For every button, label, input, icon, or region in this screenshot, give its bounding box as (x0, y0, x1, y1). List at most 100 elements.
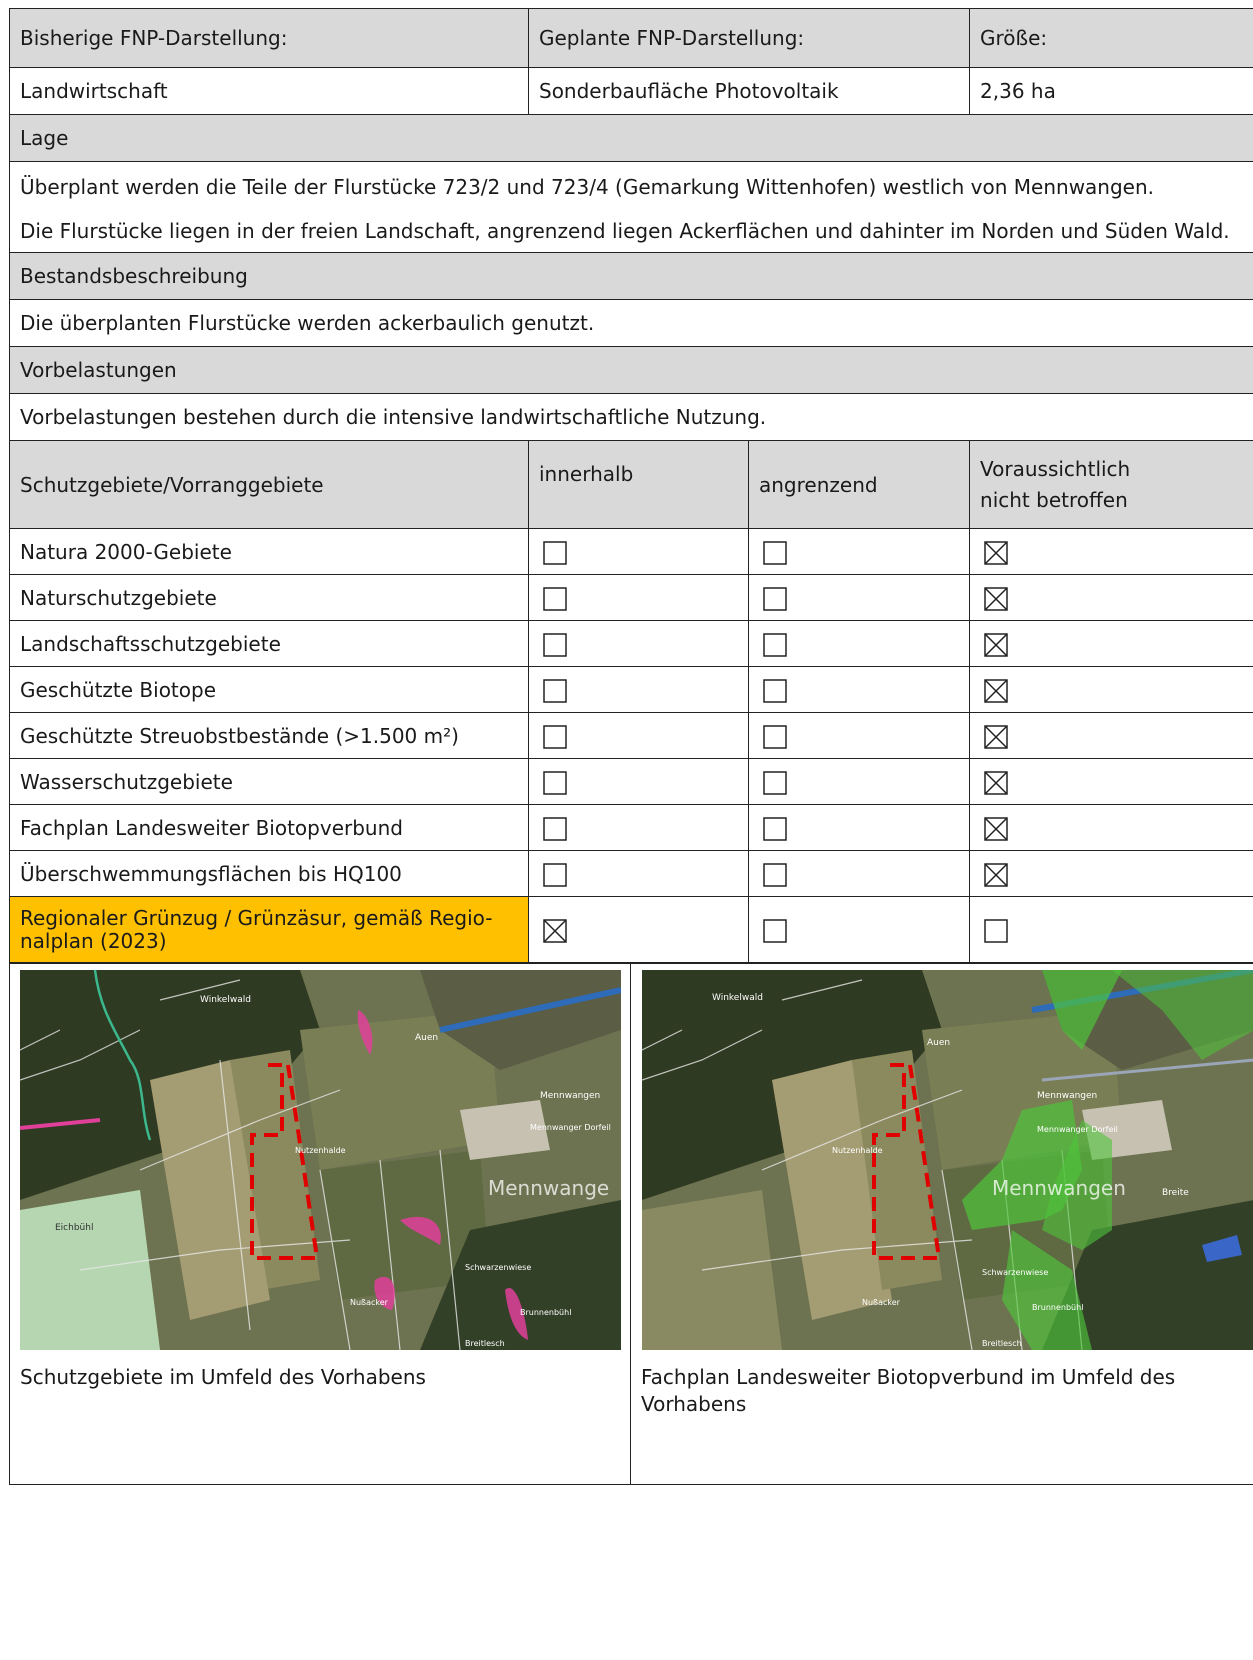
checkbox-unchecked[interactable] (763, 587, 787, 611)
checkbox-unchecked[interactable] (763, 817, 787, 841)
checkbox-checked[interactable] (984, 817, 1008, 841)
schutz-header-innerhalb: innerhalb (528, 440, 749, 529)
map-schutzgebiete-labels: Winkelwald Auen Mennwangen Mennwanger Do… (55, 995, 611, 1348)
schutz-row-label: Regionaler Grünzug / Grünzäsur, gemäß Re… (9, 896, 529, 963)
schutz-row-label: Wasserschutzgebiete (9, 758, 529, 805)
schutz-row: Überschwemmungsflächen bis HQ100 (9, 850, 1253, 897)
map-left-label: Winkelwald (200, 995, 251, 1005)
checkbox-checked[interactable] (984, 725, 1008, 749)
schutz-header-angrenzend: angrenzend (747, 440, 971, 529)
checkbox-unchecked[interactable] (763, 633, 787, 657)
schutz-header-line2: nicht betroffen (980, 487, 1128, 512)
fnp-header-row: Bisherige FNP-Darstellung: Geplante FNP-… (9, 8, 1253, 68)
header-geplante: Geplante FNP-Darstellung: (527, 8, 971, 68)
checkbox-unchecked[interactable] (543, 679, 567, 703)
checkbox-unchecked[interactable] (763, 679, 787, 703)
schutz-cell-nicht-betroffen (969, 850, 1253, 897)
schutz-cell-angrenzend (747, 666, 971, 713)
schutz-cell-angrenzend (747, 850, 971, 897)
map-right-label: Mennwangen (1037, 1091, 1097, 1101)
lage-heading-row: Lage (8, 114, 1253, 162)
map-right-label: Breitlesch (982, 1339, 1022, 1348)
checkbox-checked[interactable] (984, 863, 1008, 887)
value-geplante: Sonderbaufläche Photovoltaik (527, 67, 971, 115)
checkbox-checked[interactable] (984, 541, 1008, 565)
schutz-cell-innerhalb (528, 666, 749, 713)
checkbox-checked[interactable] (984, 587, 1008, 611)
schutz-header-nicht-betroffen: Voraussichtlich nicht betroffen (969, 440, 1253, 529)
checkbox-unchecked[interactable] (543, 725, 567, 749)
bestand-heading-row: Bestandsbeschreibung (8, 252, 1253, 300)
schutz-cell-innerhalb (528, 528, 749, 575)
checkbox-checked[interactable] (984, 633, 1008, 657)
map-left-label: Nußacker (350, 1298, 389, 1307)
checkbox-unchecked[interactable] (763, 725, 787, 749)
schutz-row-label: Natura 2000-Gebiete (9, 528, 529, 575)
map-schutzgebiete: Winkelwald Auen Mennwangen Mennwanger Do… (20, 970, 621, 1350)
map-left-label: Eichbühl (55, 1223, 93, 1233)
map-left-label: Schwarzenwiese (465, 1263, 531, 1272)
map-left-label: Mennwanger Dorfeil (530, 1123, 611, 1132)
schutz-row: Geschützte Biotope (9, 666, 1253, 713)
schutz-cell-nicht-betroffen (969, 528, 1253, 575)
checkbox-checked[interactable] (984, 679, 1008, 703)
checkbox-unchecked[interactable] (763, 863, 787, 887)
value-bisherige: Landwirtschaft (9, 67, 529, 115)
schutz-cell-nicht-betroffen (969, 574, 1253, 621)
schutz-row: Landschaftsschutzgebiete (9, 620, 1253, 667)
schutz-cell-innerhalb (528, 574, 749, 621)
schutz-header-gebiete: Schutzgebiete/Vorranggebiete (9, 440, 529, 529)
map-schutzgebiete-image (20, 970, 621, 1350)
fnp-table: Bisherige FNP-Darstellung: Geplante FNP-… (8, 8, 1253, 963)
checkbox-unchecked[interactable] (763, 771, 787, 795)
checkbox-checked[interactable] (543, 919, 567, 943)
checkbox-unchecked[interactable] (543, 771, 567, 795)
checkbox-unchecked[interactable] (543, 817, 567, 841)
schutz-cell-angrenzend (747, 620, 971, 667)
map-left-label: Brunnenbühl (520, 1308, 571, 1317)
schutz-header-row: Schutzgebiete/Vorranggebiete innerhalb a… (9, 440, 1253, 529)
lage-paragraph-1: Überplant werden die Teile der Flurstück… (20, 175, 1155, 199)
checkbox-unchecked[interactable] (543, 541, 567, 565)
checkbox-unchecked[interactable] (543, 587, 567, 611)
lage-paragraph-2: Die Flurstücke liegen in der freien Land… (20, 219, 1230, 243)
checkbox-unchecked[interactable] (763, 541, 787, 565)
map-left-label: Mennwangen (540, 1091, 600, 1101)
schutz-row: Fachplan Landesweiter Biotopverbund (9, 804, 1253, 851)
schutz-cell-nicht-betroffen (969, 712, 1253, 759)
schutz-row: Wasserschutzgebiete (9, 758, 1253, 805)
schutz-cell-angrenzend (747, 528, 971, 575)
vorbelastungen-text-row: Vorbelastungen bestehen durch die intens… (8, 393, 1253, 441)
lage-heading: Lage (8, 114, 1253, 162)
schutz-cell-innerhalb (528, 712, 749, 759)
schutz-cell-angrenzend (747, 574, 971, 621)
schutz-cell-innerhalb (528, 620, 749, 667)
vorbelastungen-heading-row: Vorbelastungen (8, 346, 1253, 394)
checkbox-unchecked[interactable] (543, 863, 567, 887)
map-right-label: Mennwangen (992, 1176, 1126, 1200)
map-right-label: Nußacker (862, 1298, 901, 1307)
map-biotopverbund-image (642, 970, 1253, 1350)
document-page: Bisherige FNP-Darstellung: Geplante FNP-… (8, 8, 1253, 1485)
map-right-label: Breite (1162, 1188, 1189, 1198)
schutz-cell-nicht-betroffen (969, 896, 1253, 963)
vorbelastungen-heading: Vorbelastungen (8, 346, 1253, 394)
schutz-row: Regionaler Grünzug / Grünzäsur, gemäß Re… (9, 896, 1253, 963)
map-left-label: Breitlesch (465, 1339, 505, 1348)
maps-table: Winkelwald Auen Mennwangen Mennwanger Do… (9, 963, 1253, 1485)
header-bisherige: Bisherige FNP-Darstellung: (9, 8, 529, 68)
checkbox-unchecked[interactable] (543, 633, 567, 657)
schutz-row-label: Überschwemmungsflächen bis HQ100 (9, 850, 529, 897)
map-right-label: Winkelwald (712, 993, 763, 1003)
schutz-row: Natura 2000-Gebiete (9, 528, 1253, 575)
lage-text-cell: Überplant werden die Teile der Flurstück… (8, 161, 1253, 253)
map-right-label: Schwarzenwiese (982, 1268, 1048, 1277)
bestand-text: Die überplanten Flurstücke werden ackerb… (8, 299, 1253, 347)
schutz-cell-nicht-betroffen (969, 666, 1253, 713)
schutz-row-label: Geschützte Streuobstbestände (>1.500 m²) (9, 712, 529, 759)
checkbox-unchecked[interactable] (984, 919, 1008, 943)
checkbox-checked[interactable] (984, 771, 1008, 795)
map-left-label: Nutzenhalde (295, 1146, 346, 1155)
checkbox-unchecked[interactable] (763, 919, 787, 943)
